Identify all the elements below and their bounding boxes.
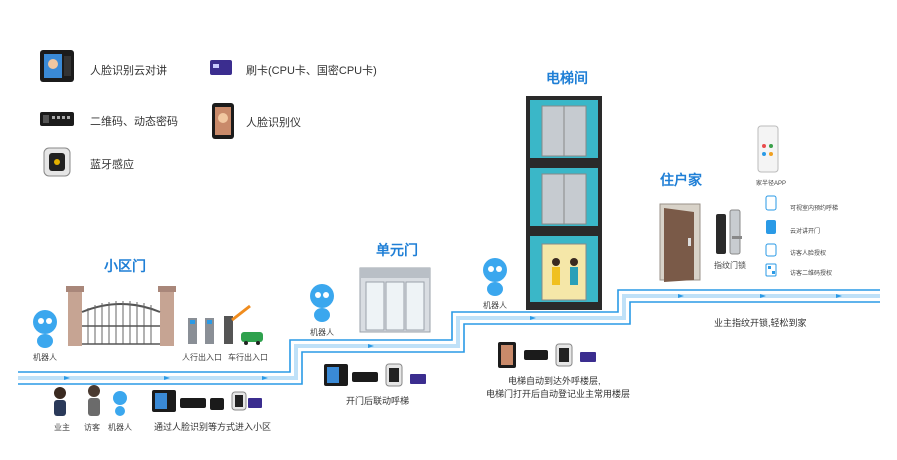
label-robot-elevator: 机器人 [483,301,507,310]
legend-face-device: 人脸识别仪 [246,117,301,129]
label-fingerprint-lock: 指纹门锁 [714,261,746,270]
visitor-icon [88,385,100,416]
community-gate-icon [66,286,176,346]
phone-app-icon [757,125,779,173]
flow-arrows [64,294,842,380]
label-robot-unit: 机器人 [310,328,334,337]
app-feature-icons [765,195,777,277]
label-vehicle-entrance: 车行出入口 [228,353,268,362]
fingerprint-lock-icon [716,209,742,255]
barrier-gate-icon [224,304,263,345]
owner-icon [54,387,66,416]
section-elevator-hall: 电梯间 [546,70,588,86]
label-app-name: 家半径APP [756,181,787,187]
robot-icon [310,284,334,322]
bluetooth-reader-icon [43,147,71,177]
home-door-icon [659,203,701,282]
legend-card: 刷卡(CPU卡、国密CPU卡) [246,65,377,77]
label-visitor: 访客 [84,423,100,432]
face-device-icon [212,103,234,139]
legend-bluetooth: 蓝牙感应 [90,159,134,171]
app-feature-1: 可视室内预约呼梯 [790,206,839,212]
unit-door-icon [359,267,431,333]
home-caption: 业主指纹开锁,轻松到家 [714,318,807,328]
section-community-gate: 小区门 [104,258,146,274]
robot-small-icon [113,391,127,416]
app-feature-4: 访客二维码授权 [790,271,833,277]
label-robot-people: 机器人 [108,423,132,432]
legend-qr-code: 二维码、动态密码 [90,116,178,128]
face-intercom-icon [40,50,74,82]
robot-icon [483,258,507,296]
elevator-caption-1: 电梯自动到达外呼楼层, [508,376,601,386]
legend-face-intercom: 人脸识别云对讲 [90,65,167,77]
section-unit-door: 单元门 [376,242,418,258]
qr-keypad-icon [40,112,74,126]
unit-devices-icon [324,363,426,387]
turnstile-icon [188,318,214,344]
label-owner: 业主 [54,423,70,432]
elevator-shaft-icon [526,96,602,310]
section-home: 住户家 [660,172,702,188]
flow-path [18,289,880,385]
unit-caption: 开门后联动呼梯 [346,396,410,406]
card-icon [210,60,232,75]
elevator-devices-icon [498,342,596,368]
robot-icon [33,310,57,348]
gate-caption: 通过人脸识别等方式进入小区 [154,422,272,432]
label-robot-gate: 机器人 [33,353,57,362]
app-feature-2: 云对讲开门 [790,229,821,235]
app-feature-3: 访客人脸授权 [790,251,827,257]
elevator-caption-2: 电梯门打开后自动登记业主常用楼层 [486,389,631,399]
label-pedestrian-entrance: 人行出入口 [182,353,222,362]
gate-devices-icon [152,390,262,412]
